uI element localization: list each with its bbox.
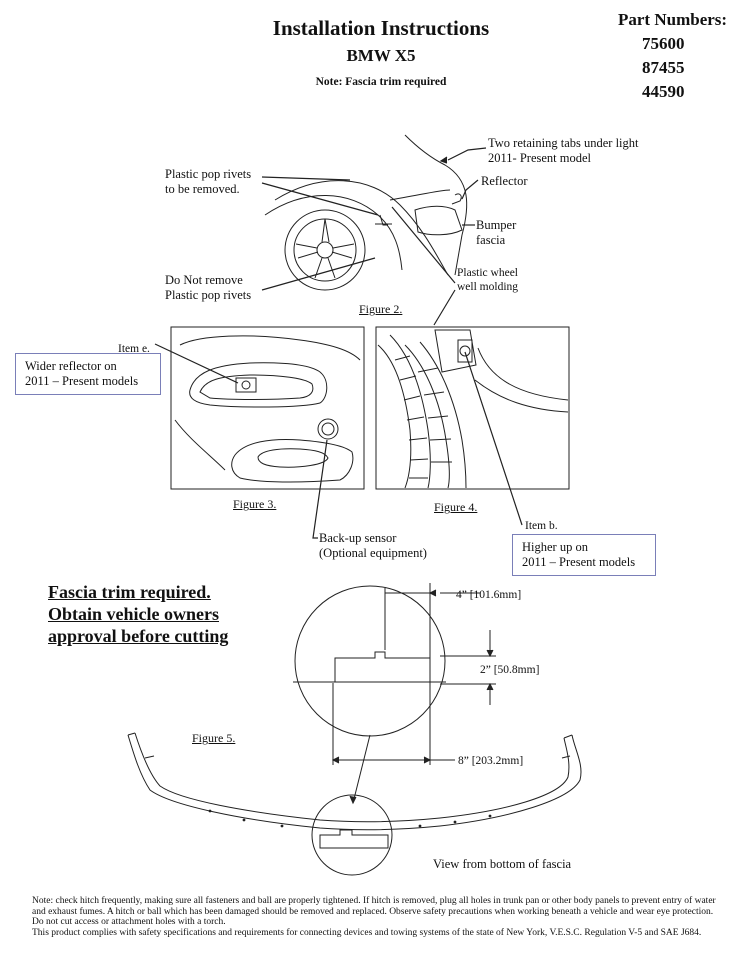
header-note: Note: Fascia trim required [315,76,447,88]
sensor-leader [312,439,328,539]
figure-4-caption: Figure 4. [434,500,478,514]
callout-backup-sensor: Back-up sensor (Optional equipment) [319,531,427,560]
figure-4-frame [375,326,570,490]
figure-3-caption: Figure 3. [233,497,277,511]
safety-note: Note: check hitch frequently, making sur… [32,896,716,927]
detail-circle [294,585,446,737]
callout-reflector: Reflector [481,174,528,188]
callout-wheel-molding: Plastic wheel well molding [457,267,519,293]
callout-retaining-tabs: Two retaining tabs under light 2011- Pre… [488,136,639,165]
detail-leader [352,734,371,804]
callout-rivets-keep: Do Not remove Plastic pop rivets [165,273,252,302]
wider-reflector-note: Wider reflector on 2011 – Present models [15,353,161,395]
figure-5-caption: Figure 5. [192,731,236,745]
dimension-8in: 8” [203.2mm] [458,755,524,767]
figure-4-leader [464,351,523,526]
part-number: 44590 [642,82,685,101]
figure-3-drawing [174,335,361,483]
safety-footer: Note: check hitch frequently, making sur… [32,896,718,938]
item-e-label: Item e. [118,343,150,355]
callout-rivets-remove: Plastic pop rivets to be removed. [165,167,252,196]
detail-cutout [293,651,446,683]
figure-2-leaders [261,147,487,326]
figure-3-frame [170,326,365,490]
page-title: Installation Instructions [272,16,490,40]
part-number: 75600 [642,34,685,53]
callout-bumper-fascia: Bumper fascia [476,218,517,247]
dimension-4in: 4” [101.6mm] [456,589,522,601]
dimension-2in: 2” [50.8mm] [480,664,540,676]
fascia-holes [208,809,492,828]
dimension-lines [331,583,496,765]
higher-up-note: Higher up on 2011 – Present models [512,534,656,576]
fascia-outline [127,732,582,876]
vehicle-model: BMW X5 [346,46,416,65]
figure-4-drawing [377,329,569,489]
part-numbers-list: 75600 87455 44590 [642,32,685,104]
figure-3-leader [154,343,239,384]
part-numbers-label: Part Numbers: [618,10,728,29]
figure-2-drawing [264,134,468,291]
compliance-note: This product complies with safety specif… [32,927,702,938]
figure-2-caption: Figure 2. [359,302,403,316]
item-b-label: Item b. [525,520,558,532]
view-caption: View from bottom of fascia [433,857,572,871]
fascia-trim-warning: Fascia trim required. Obtain vehicle own… [48,582,229,646]
part-number: 87455 [642,58,685,77]
